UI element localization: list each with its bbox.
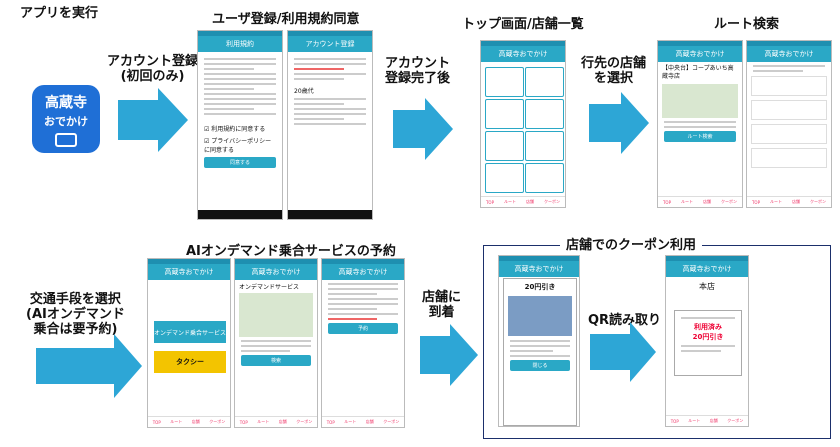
step-route-title: ルート検索 — [714, 17, 780, 32]
step-top-title: トップ画面/店舗一覧 — [462, 17, 584, 32]
branch-label: 本店 — [699, 282, 715, 291]
agree-terms-label: 利用規約に同意する — [211, 126, 266, 133]
app-icon[interactable]: 高蔵寺 おでかけ — [32, 85, 100, 153]
agree-button[interactable]: 同意する — [204, 157, 276, 168]
account-title: アカウント登録 — [288, 36, 372, 52]
coupon-close-button[interactable]: 閉じる — [510, 360, 570, 371]
arrow-done-text: アカウント 登録完了後 — [385, 56, 451, 86]
route-store-name: 【中央台】コープあいち高蔵寺店 — [662, 65, 734, 80]
top-header: 高蔵寺おでかけ — [481, 46, 565, 62]
ondemand-button[interactable]: オンデマンド乗合サービス — [154, 321, 226, 343]
ondemand-map[interactable] — [239, 293, 313, 337]
arrow-done-label: アカウント 登録完了後 — [385, 56, 450, 86]
arrow-account-label: アカウント登録 (初回のみ) — [107, 54, 198, 84]
step-register-title: ユーザ登録/利用規約同意 — [212, 12, 360, 27]
arrow-arrive-text: 店舗に 到着 — [422, 290, 462, 320]
route-search-button[interactable]: ルート検索 — [664, 131, 736, 142]
arrow-transport-label: 交通手段を選択 (AIオンデマンド 乗合は要予約) — [26, 292, 125, 337]
coupon-screen: 高蔵寺おでかけ 20円引き 閉じる — [498, 255, 580, 427]
agree-terms-checkbox[interactable]: ☑ 利用規約に同意する — [204, 126, 266, 133]
used-status: 利用済み — [694, 323, 722, 331]
arrow-select-text: 行先の店舗 を選択 — [581, 56, 647, 86]
store-photo — [508, 296, 572, 336]
account-screen: アカウント登録 20歳代 — [287, 30, 373, 220]
age-value[interactable]: 20歳代 — [294, 88, 314, 95]
arrow-arrive-label: 店舗に 到着 — [422, 290, 461, 320]
step-coupon-title: 店舗でのクーポン利用 — [560, 238, 703, 254]
ondemand-search-button[interactable]: 検索 — [241, 355, 311, 366]
terms-screen: 利用規約 ☑ 利用規約に同意する ☑ プライバシーポリシーに同意する 同意する — [197, 30, 283, 220]
agree-privacy-checkbox[interactable]: ☑ プライバシーポリシーに同意する — [204, 138, 272, 154]
step-ai-title: AIオンデマンド乗合サービスの予約 — [186, 244, 396, 259]
app-icon-line1: 高蔵寺 — [45, 95, 87, 111]
terms-title: 利用規約 — [198, 36, 282, 52]
arrow-select-label: 行先の店舗 を選択 — [581, 56, 646, 86]
car-icon — [55, 133, 77, 147]
agree-privacy-label: プライバシーポリシーに同意する — [204, 138, 272, 154]
app-icon-line2: おでかけ — [44, 115, 88, 128]
arrow-transport-text: 交通手段を選択 (AIオンデマンド 乗合は要予約) — [26, 292, 125, 337]
coupon-title: 20円引き — [524, 283, 556, 291]
arrow-account-text: アカウント登録 (初回のみ) — [107, 54, 199, 84]
ondemand-title: オンデマンドサービス — [239, 284, 300, 291]
reserve-button[interactable]: 予約 — [328, 323, 398, 334]
taxi-button[interactable]: タクシー — [154, 351, 226, 373]
used-coupon-value: 20円引き — [692, 333, 724, 341]
step-launch-title: アプリを実行 — [20, 6, 99, 21]
route-map[interactable] — [662, 84, 738, 118]
